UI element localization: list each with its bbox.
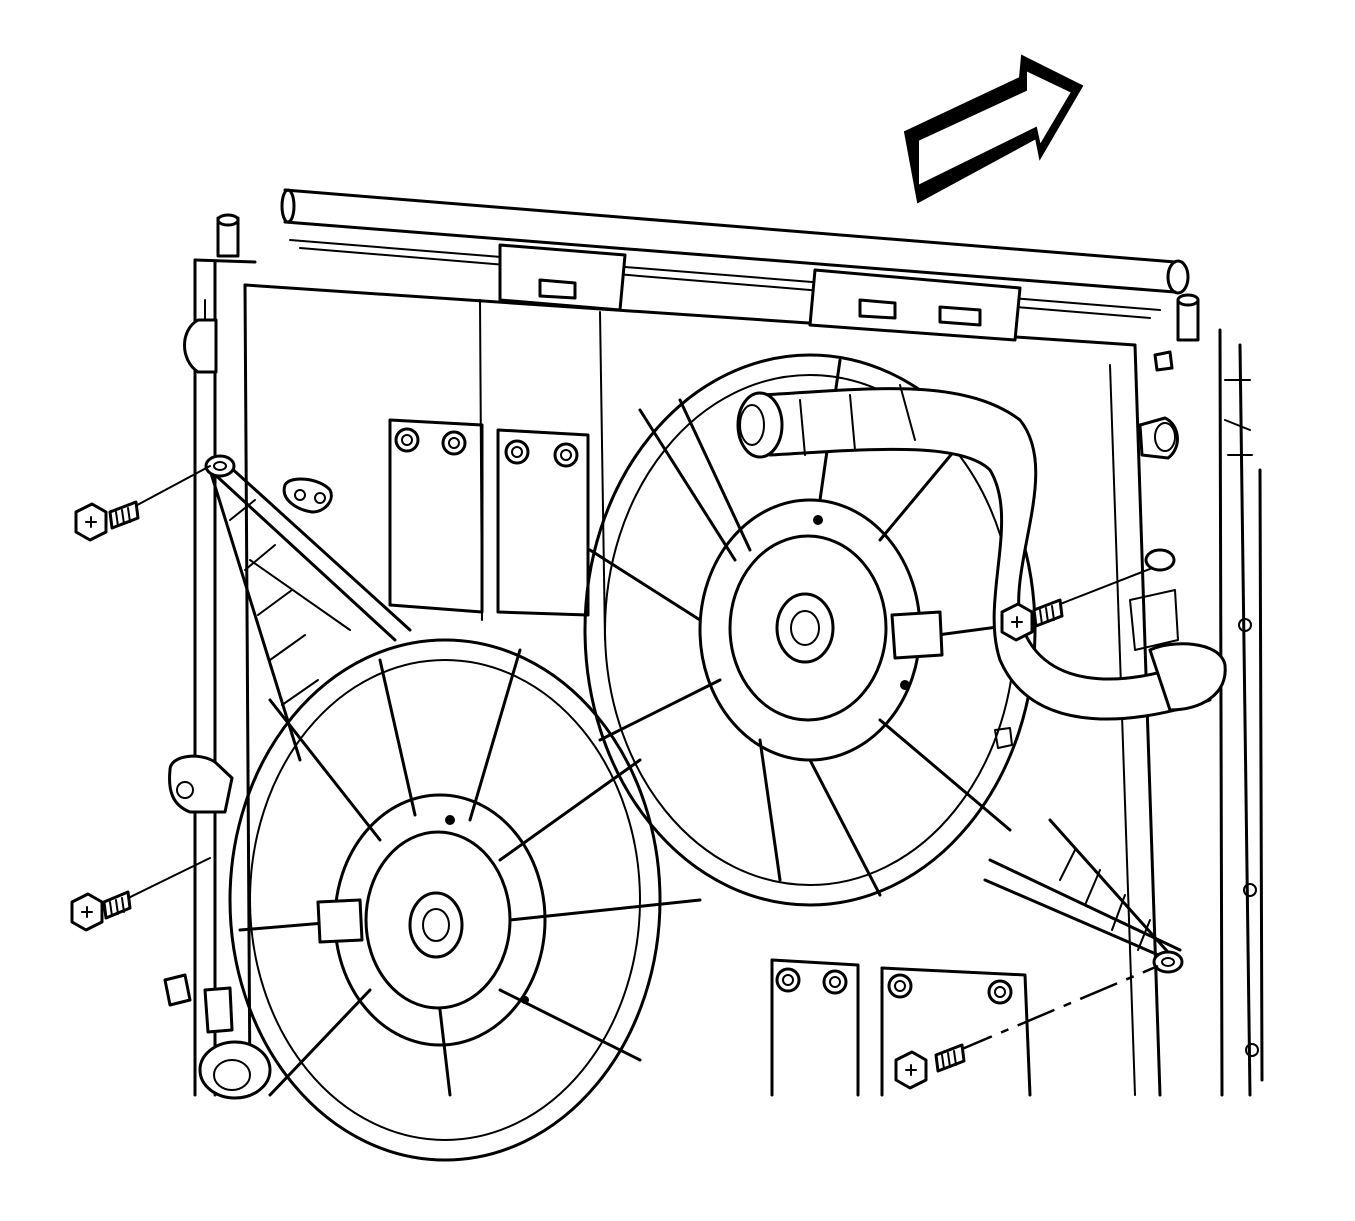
radiator-left-tank xyxy=(183,213,257,1097)
bolt-icon xyxy=(74,500,140,542)
wiring-connectors xyxy=(163,754,272,1100)
misc-fittings xyxy=(994,350,1179,749)
upper-mount-plates xyxy=(388,418,590,617)
radiator-top-rail xyxy=(280,188,1190,319)
bolt-lower-left xyxy=(70,857,211,932)
bolt-upper-left xyxy=(74,465,211,542)
bolt-lower-right xyxy=(894,964,1159,1090)
fan-shroud-panel xyxy=(243,243,1162,1097)
radiator-right-tank xyxy=(1176,293,1264,1097)
lower-left-fan xyxy=(228,638,702,1162)
lower-mount-plates xyxy=(770,958,1032,1097)
upper-right-fan xyxy=(583,353,1052,907)
bolt-icon xyxy=(70,890,132,932)
bolt-icon xyxy=(1000,598,1064,642)
left-strut xyxy=(204,454,412,762)
bolt-right-center xyxy=(1000,548,1176,642)
bolt-icon xyxy=(894,1043,966,1090)
right-strut xyxy=(983,818,1184,974)
radiator-hose xyxy=(736,384,1227,721)
front-direction-arrow-icon xyxy=(903,54,1084,204)
